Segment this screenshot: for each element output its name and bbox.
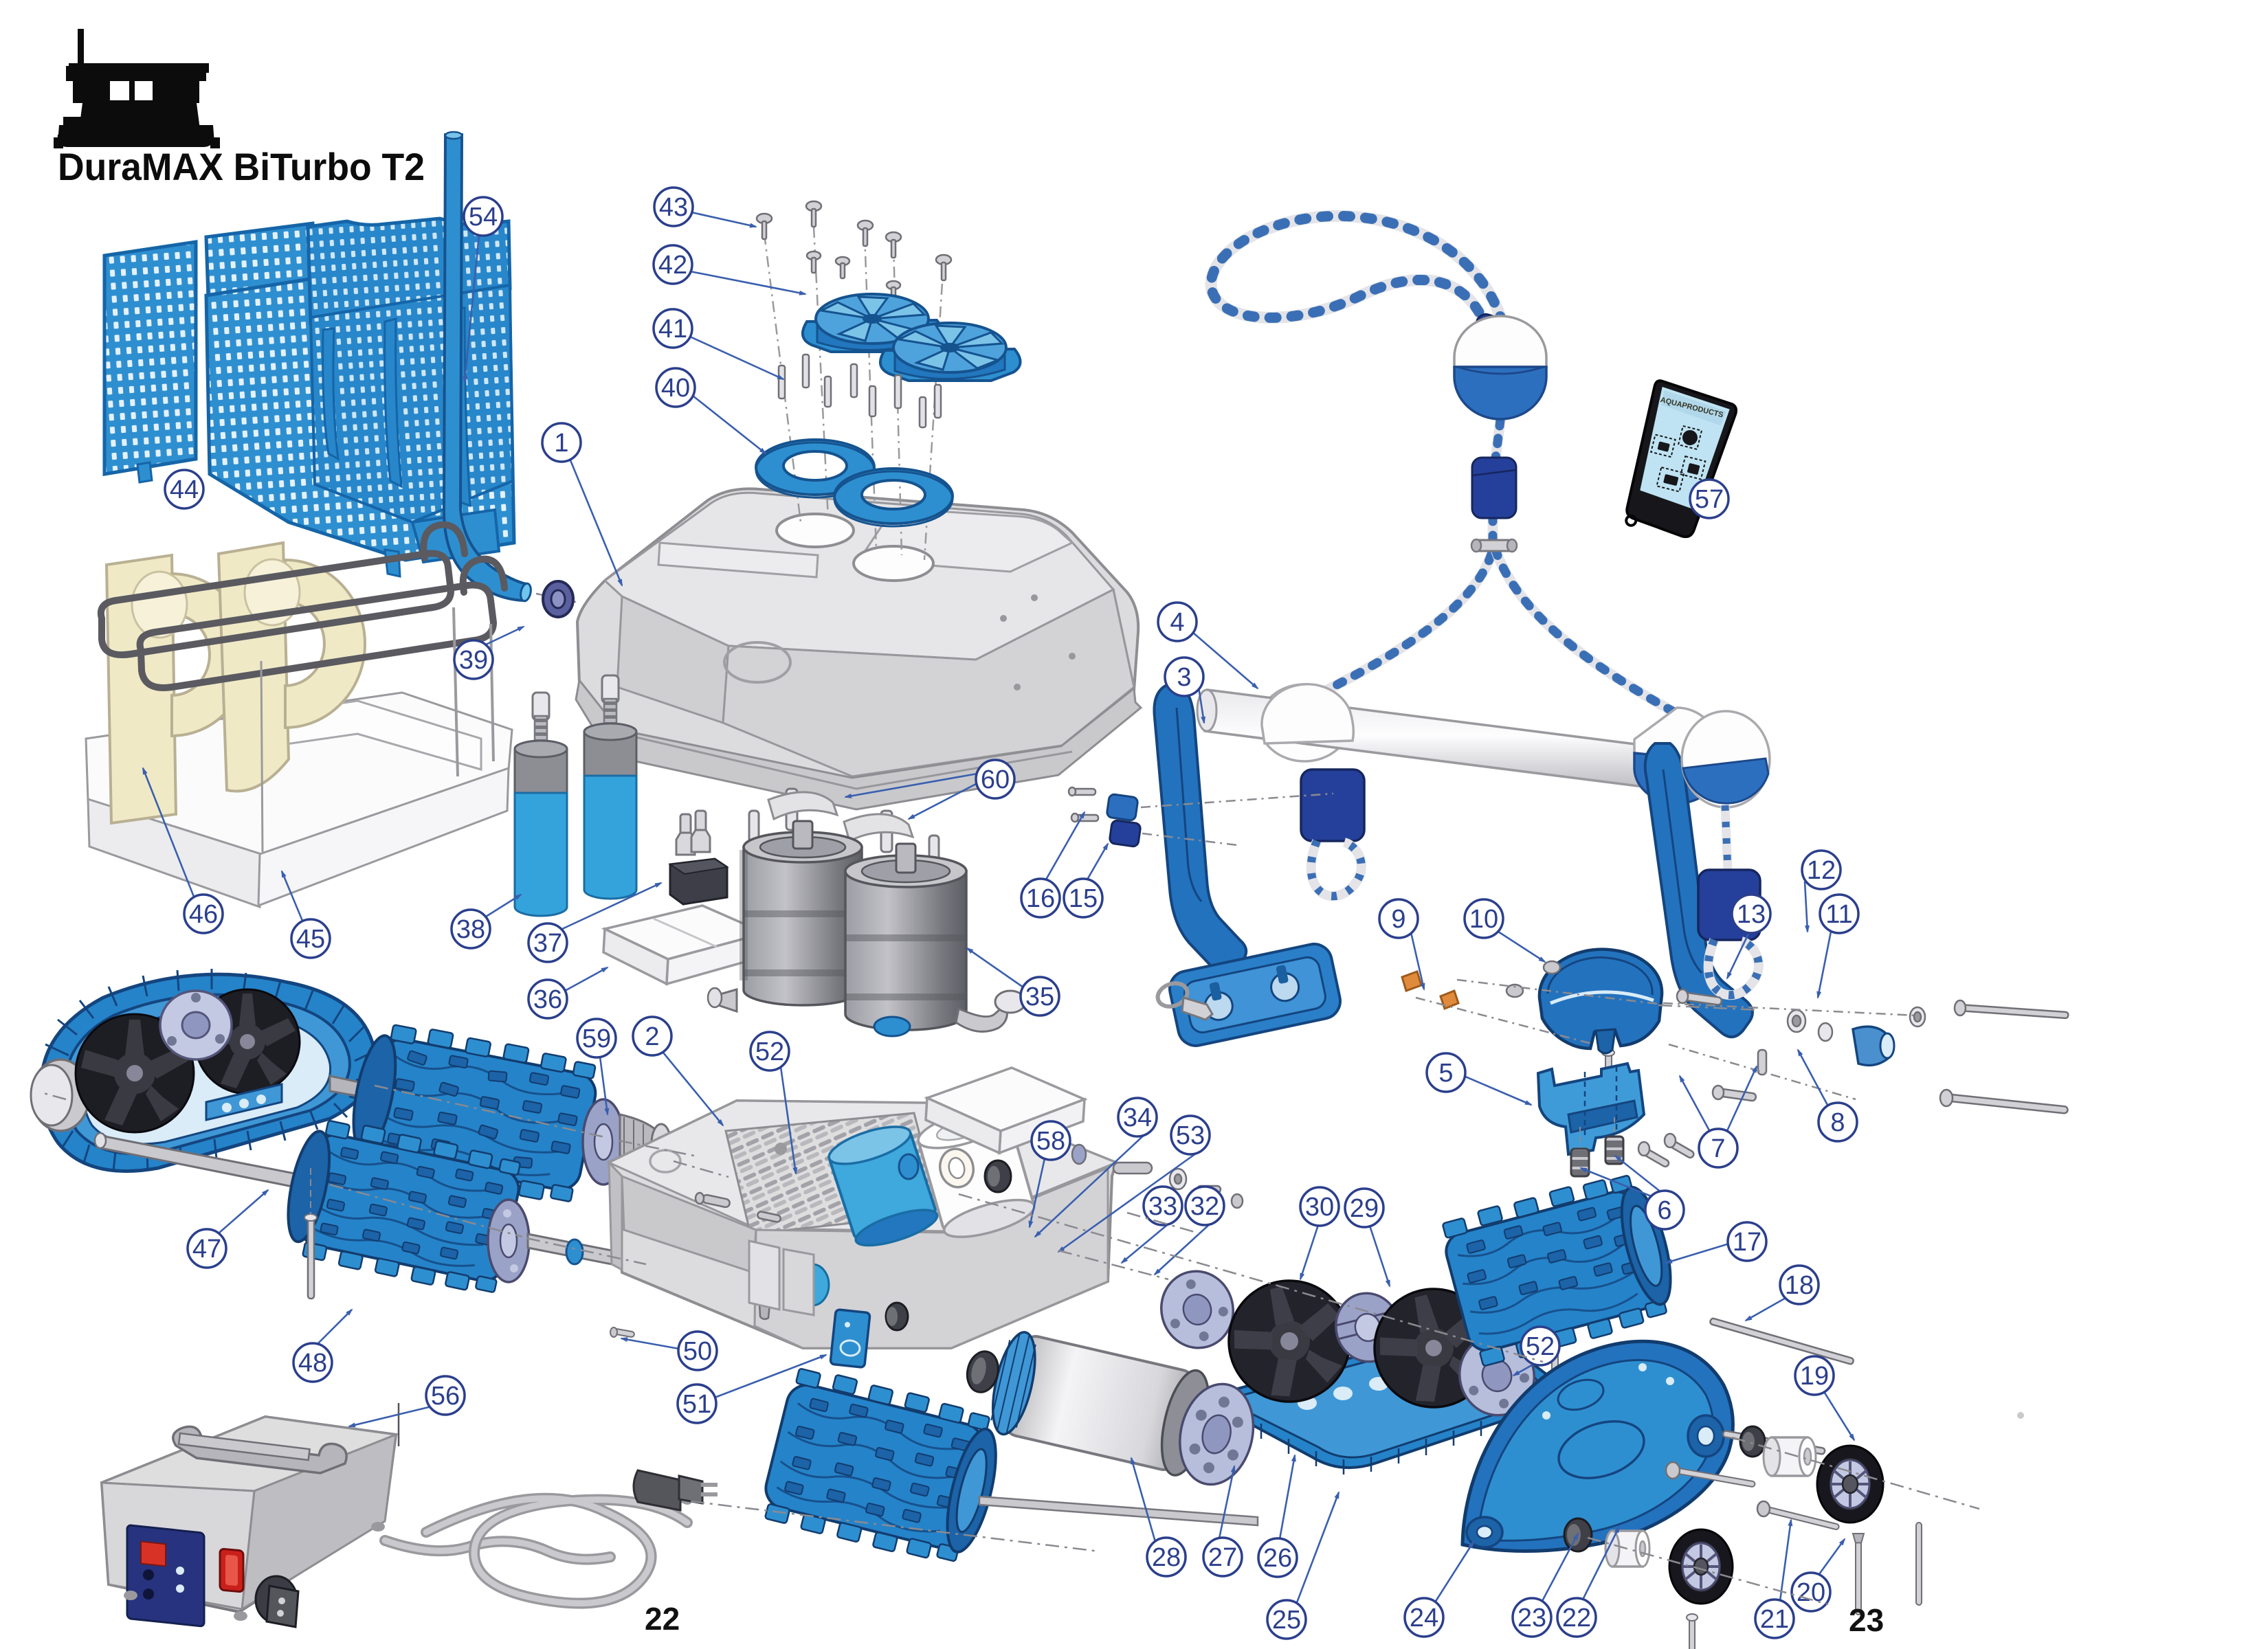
svg-text:10: 10 (1469, 905, 1498, 934)
svg-text:56: 56 (431, 1382, 460, 1411)
svg-text:17: 17 (1733, 1228, 1761, 1257)
svg-text:1: 1 (554, 429, 568, 458)
svg-text:50: 50 (683, 1337, 712, 1366)
svg-text:9: 9 (1391, 905, 1405, 934)
svg-text:52: 52 (1526, 1332, 1555, 1361)
svg-text:53: 53 (1176, 1121, 1205, 1150)
svg-text:33: 33 (1148, 1192, 1177, 1221)
svg-text:48: 48 (298, 1349, 327, 1378)
svg-text:44: 44 (170, 475, 199, 504)
svg-text:28: 28 (1152, 1543, 1181, 1572)
svg-text:27: 27 (1208, 1543, 1237, 1572)
svg-text:30: 30 (1305, 1193, 1334, 1222)
svg-text:11: 11 (1825, 900, 1852, 929)
svg-text:15: 15 (1069, 884, 1098, 913)
svg-text:34: 34 (1123, 1103, 1152, 1132)
svg-text:57: 57 (1695, 485, 1724, 514)
svg-text:5: 5 (1438, 1059, 1453, 1088)
svg-text:37: 37 (533, 929, 562, 958)
svg-text:22: 22 (645, 1601, 680, 1637)
svg-text:2: 2 (645, 1022, 659, 1051)
svg-text:3: 3 (1177, 663, 1191, 692)
svg-text:12: 12 (1807, 856, 1836, 885)
svg-text:18: 18 (1785, 1271, 1814, 1300)
svg-text:60: 60 (981, 765, 1010, 794)
svg-text:47: 47 (192, 1235, 221, 1264)
svg-text:20: 20 (1797, 1578, 1825, 1607)
svg-text:35: 35 (1025, 983, 1054, 1011)
svg-text:40: 40 (661, 374, 690, 403)
svg-text:59: 59 (582, 1024, 611, 1053)
svg-text:21: 21 (1760, 1605, 1789, 1634)
svg-text:6: 6 (1657, 1196, 1671, 1225)
svg-text:46: 46 (189, 900, 218, 929)
svg-text:23: 23 (1517, 1604, 1546, 1633)
svg-text:16: 16 (1026, 884, 1055, 913)
svg-text:54: 54 (469, 203, 498, 232)
svg-text:52: 52 (755, 1037, 784, 1066)
svg-text:7: 7 (1711, 1134, 1725, 1163)
svg-text:19: 19 (1800, 1362, 1829, 1391)
svg-text:42: 42 (658, 251, 687, 280)
svg-text:29: 29 (1350, 1194, 1379, 1223)
svg-text:51: 51 (682, 1390, 711, 1419)
svg-text:24: 24 (1410, 1604, 1438, 1633)
svg-text:22: 22 (1562, 1604, 1591, 1633)
svg-text:41: 41 (658, 315, 687, 344)
svg-text:45: 45 (296, 925, 325, 954)
svg-text:58: 58 (1036, 1127, 1065, 1156)
svg-text:26: 26 (1263, 1544, 1292, 1573)
svg-text:32: 32 (1190, 1192, 1219, 1221)
svg-text:43: 43 (659, 193, 688, 222)
svg-text:DuraMAX BiTurbo T2: DuraMAX BiTurbo T2 (58, 145, 425, 188)
svg-text:23: 23 (1849, 1602, 1884, 1638)
svg-text:36: 36 (533, 985, 562, 1014)
svg-text:13: 13 (1737, 900, 1766, 929)
svg-text:38: 38 (456, 915, 485, 944)
svg-text:8: 8 (1830, 1108, 1845, 1137)
svg-text:4: 4 (1170, 608, 1184, 637)
svg-text:39: 39 (459, 646, 488, 675)
svg-text:25: 25 (1272, 1606, 1301, 1635)
